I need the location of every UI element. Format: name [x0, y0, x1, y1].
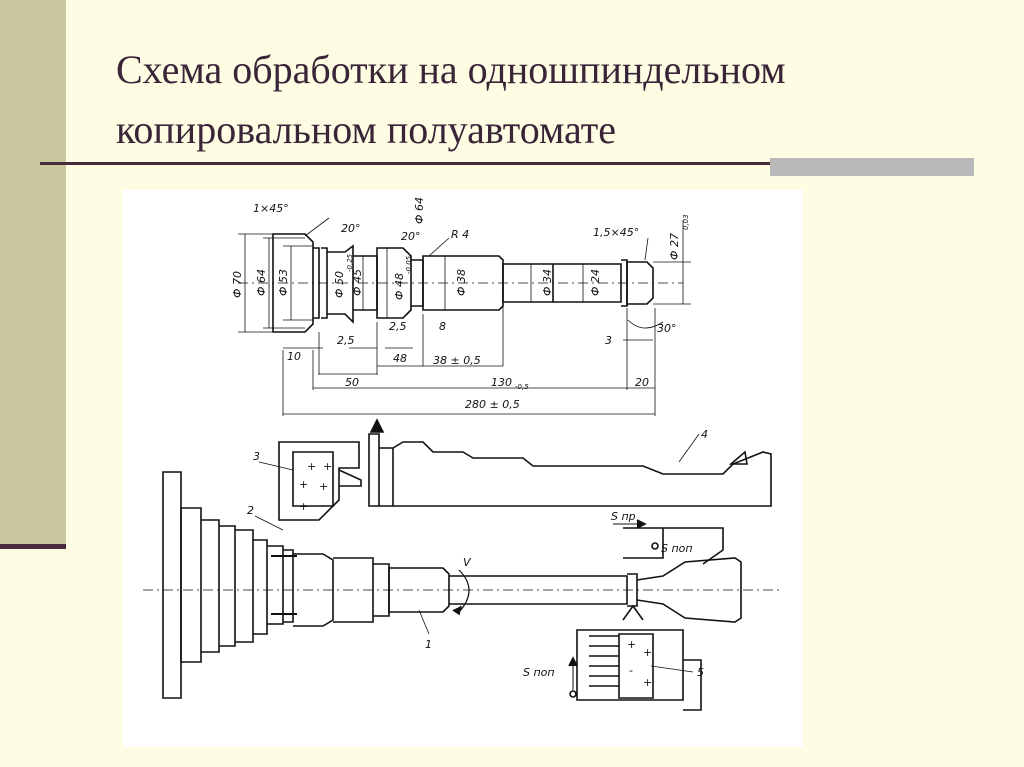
title-line-2: копировальном полуавтомате	[116, 107, 616, 152]
machine-setup	[143, 418, 783, 711]
title-rule	[40, 162, 974, 165]
svg-text:+: +	[299, 500, 308, 513]
callout-3: 3	[253, 450, 260, 463]
feed-s-pr: S пр	[611, 510, 636, 523]
dim-d48: Ф 48	[393, 273, 406, 300]
dim-l38: 38 ± 0,5	[433, 354, 481, 367]
dim-d27-tol: 0,03	[682, 214, 690, 230]
callout-1: 1	[425, 638, 432, 651]
dim-d50: Ф 50	[333, 271, 346, 298]
svg-text:+: +	[643, 676, 652, 689]
callout-2: 2	[247, 504, 254, 517]
dim-d34: Ф 34	[541, 269, 554, 296]
svg-text:+: +	[307, 460, 316, 473]
machining-diagram: 1×45° 20° 20° Ф 64 R 4 1,5×45° Ф 27 0,03…	[123, 190, 803, 747]
svg-text:+: +	[319, 480, 328, 493]
dim-d64-top: Ф 64	[413, 197, 426, 224]
dim-l2-5b: 2,5	[389, 320, 407, 333]
svg-text:+: +	[627, 638, 636, 651]
title-rule-accent	[770, 158, 974, 176]
svg-text:+: +	[323, 460, 332, 473]
dim-l48: 48	[393, 352, 407, 365]
dim-d70: Ф 70	[231, 271, 244, 298]
dim-d38: Ф 38	[455, 269, 468, 296]
svg-text:+: +	[299, 478, 308, 491]
dim-l20: 20	[635, 376, 649, 389]
dim-d24: Ф 24	[589, 269, 602, 296]
dim-d27: Ф 27	[668, 233, 681, 260]
dim-d48-tol: -0,05	[405, 255, 413, 274]
feed-s-pop-top: S поп	[661, 542, 693, 555]
svg-text:-: -	[629, 664, 633, 677]
dim-radius: R 4	[451, 228, 469, 241]
callout-4: 4	[701, 428, 708, 441]
dim-d45: Ф 45	[351, 269, 364, 296]
dim-l280: 280 ± 0,5	[465, 398, 520, 411]
dim-chamfer-right: 1,5×45°	[593, 226, 639, 239]
title-line-1: Схема обработки на одношпиндельном	[116, 47, 786, 92]
left-accent-bar	[0, 0, 66, 546]
diagram-svg: 1×45° 20° 20° Ф 64 R 4 1,5×45° Ф 27 0,03…	[143, 197, 783, 711]
feed-s-pop-bottom: S поп	[523, 666, 555, 679]
dim-l50: 50	[345, 376, 359, 389]
dim-l8: 8	[439, 320, 446, 333]
dim-angle-2: 20°	[401, 230, 421, 243]
dim-l130: 130	[491, 376, 512, 389]
dim-l2-5a: 2,5	[337, 334, 355, 347]
dim-d64: Ф 64	[255, 269, 268, 296]
dim-l10: 10	[287, 350, 301, 363]
slide-title: Схема обработки на одношпиндельном копир…	[116, 40, 976, 160]
rotation-v: V	[463, 556, 472, 569]
dim-a30: 30°	[657, 322, 677, 335]
dim-l3: 3	[605, 334, 612, 347]
callout-5: 5	[697, 666, 704, 679]
dim-d50-tol: -0,25	[346, 253, 354, 272]
left-accent-line	[0, 544, 66, 549]
dim-chamfer-left: 1×45°	[253, 202, 289, 215]
dim-angle-1: 20°	[341, 222, 361, 235]
svg-text:+: +	[643, 646, 652, 659]
dim-l130-tol: -0,5	[515, 383, 529, 391]
dim-d53: Ф 53	[277, 269, 290, 296]
part-drawing	[238, 217, 691, 416]
